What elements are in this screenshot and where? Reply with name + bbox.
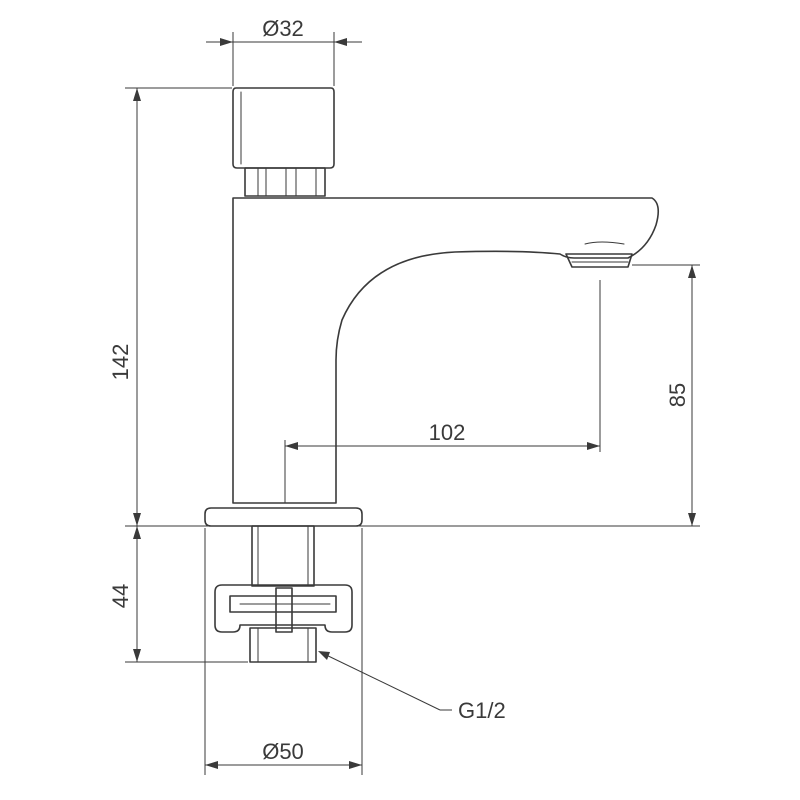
- dimension-spout-height: 85: [632, 264, 700, 526]
- faucet-body: [232, 197, 660, 504]
- button-collar: [244, 167, 326, 197]
- dimension-below-deck: 44: [108, 526, 248, 663]
- thread-callout-label: G1/2: [458, 698, 506, 723]
- thread-callout: G1/2: [318, 651, 506, 723]
- dimension-top-diameter: Ø32: [206, 16, 362, 86]
- top-diameter-label: Ø32: [262, 16, 304, 41]
- spout-reach-label: 102: [429, 420, 466, 445]
- faucet-outline: [204, 87, 660, 663]
- below-deck-label: 44: [108, 584, 133, 608]
- dimension-total-height: 142: [108, 87, 232, 526]
- total-height-label: 142: [108, 344, 133, 381]
- push-button-cap: [232, 87, 335, 169]
- spout-height-label: 85: [665, 383, 690, 407]
- fixing-nut: [214, 584, 353, 633]
- spout-aerator: [565, 241, 633, 268]
- dimension-spout-reach: 102: [284, 280, 601, 503]
- threaded-shank: [249, 525, 317, 663]
- dimension-base-diameter: Ø50: [204, 528, 363, 775]
- base-flange: [204, 507, 363, 527]
- base-diameter-label: Ø50: [262, 739, 304, 764]
